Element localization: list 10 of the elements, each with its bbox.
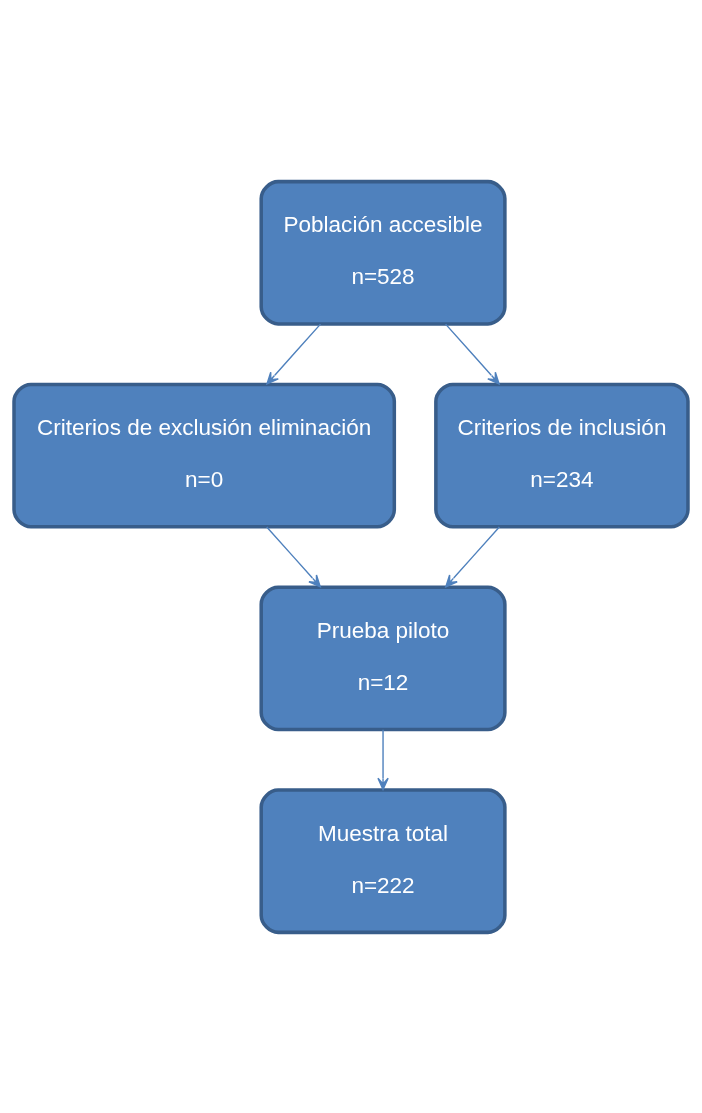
node-box: Muestra total n=222 xyxy=(259,787,507,934)
node-box: Criterios de inclusión n=234 xyxy=(434,382,690,528)
node-box: Población accesible n=528 xyxy=(259,179,507,326)
arrow xyxy=(445,525,501,587)
arrow xyxy=(266,322,322,385)
node-box: Criterios de exclusión eliminación n=0 xyxy=(12,382,397,528)
node-box: Prueba piloto n=12 xyxy=(259,585,507,731)
arrow xyxy=(444,322,500,385)
arrow xyxy=(266,525,321,587)
arrow xyxy=(377,728,389,790)
